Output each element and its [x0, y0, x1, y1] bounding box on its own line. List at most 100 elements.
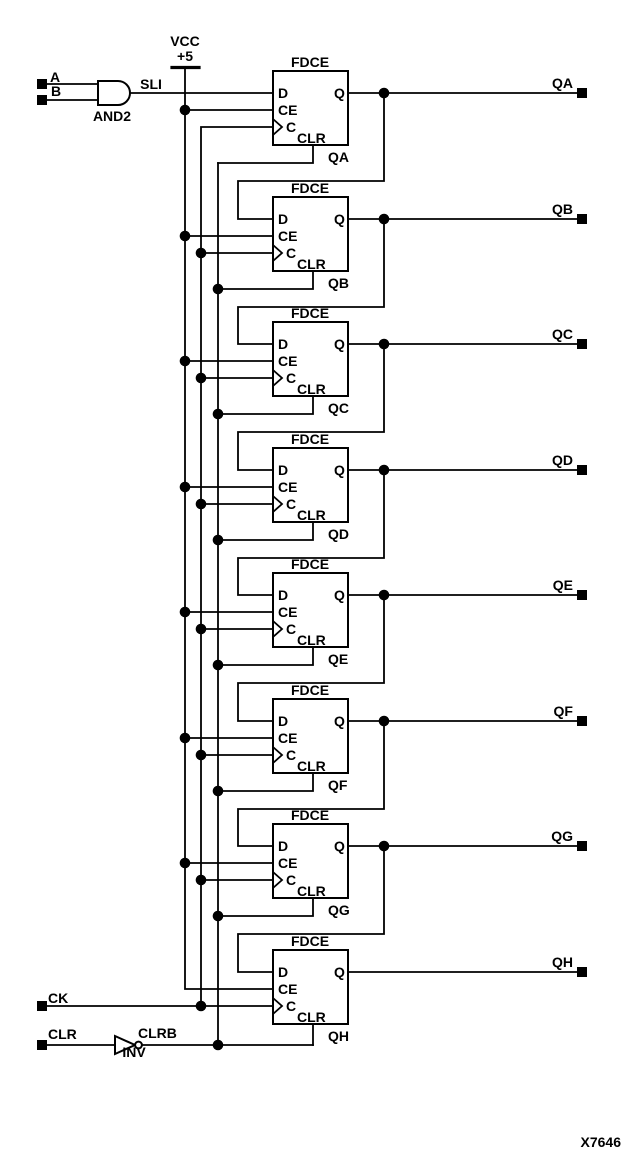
qe-output-pin	[577, 590, 587, 600]
junction-dot-22	[378, 213, 390, 225]
gate-symbols-layer	[97, 80, 284, 1056]
qf-output-pin	[577, 716, 587, 726]
feedback-qc-qd	[237, 343, 385, 471]
clr-pin-label-qa: CLR	[297, 130, 326, 146]
clr-pin-label-qh: CLR	[297, 1009, 326, 1025]
fdce-type-label-qg: FDCE	[291, 807, 329, 823]
qg-output-label: QG	[551, 828, 573, 844]
fdce-box-qa	[272, 70, 349, 146]
ce-pin-label-qd: CE	[278, 479, 297, 495]
c-pin-label-qc: C	[286, 370, 296, 386]
d-pin-label-qh: D	[278, 964, 288, 980]
c-pin-label-qa: C	[286, 119, 296, 135]
junction-dot-13	[195, 1000, 207, 1012]
d-pin-label-qd: D	[278, 462, 288, 478]
ce-pin-label-qb: CE	[278, 228, 297, 244]
c-pin-label-qf: C	[286, 747, 296, 763]
d-pin-label-qa: D	[278, 85, 288, 101]
feedback-qe-qf	[237, 594, 385, 722]
c-pin-label-qg: C	[286, 872, 296, 888]
clr-stub-qd	[217, 521, 314, 541]
d-pin-label-qe: D	[278, 587, 288, 603]
ce-pin-label-qg: CE	[278, 855, 297, 871]
junction-dots-layer	[179, 87, 390, 1051]
ce-pin-label-qe: CE	[278, 604, 297, 620]
qh-output-pin	[577, 967, 587, 977]
feedback-qa-qb	[237, 92, 385, 220]
qe-output-label: QE	[553, 577, 573, 593]
q-pin-label-qh: Q	[334, 964, 345, 980]
ce-pin-label-qa: CE	[278, 102, 297, 118]
instance-label-qa: QA	[328, 149, 349, 165]
qh-output-label: QH	[552, 954, 573, 970]
ce-pin-label-qh: CE	[278, 981, 297, 997]
q-pin-label-qd: Q	[334, 462, 345, 478]
junction-dot-10	[195, 623, 207, 635]
clr-stub-qc	[217, 395, 314, 415]
fdce-box-qh	[272, 949, 349, 1025]
clr-pin-label-qg: CLR	[297, 883, 326, 899]
qg-output-pin	[577, 841, 587, 851]
instance-label-qh: QH	[328, 1028, 349, 1044]
junction-dot-0	[179, 104, 191, 116]
clr-stub-qf	[217, 772, 314, 792]
fdce-box-qb	[272, 196, 349, 272]
fdce-box-qe	[272, 572, 349, 648]
fdce-type-label-qf: FDCE	[291, 682, 329, 698]
instance-label-qd: QD	[328, 526, 349, 542]
clr-stub-qg	[217, 897, 314, 917]
junction-dot-25	[378, 589, 390, 601]
instance-label-qf: QF	[328, 777, 348, 793]
junction-dot-14	[212, 283, 224, 295]
q-pin-label-qa: Q	[334, 85, 345, 101]
junction-dot-1	[179, 230, 191, 242]
d-pin-label-qc: D	[278, 336, 288, 352]
b-input-pin	[37, 95, 47, 105]
ce-pin-label-qf: CE	[278, 730, 297, 746]
and2-gate-label: AND2	[93, 108, 131, 124]
vcc-rail-label: VCC	[170, 33, 200, 49]
a-input-label: A	[50, 69, 60, 85]
instance-label-qc: QC	[328, 400, 349, 416]
q-pin-label-qg: Q	[334, 838, 345, 854]
inv-bubble	[134, 1040, 143, 1050]
junction-dot-23	[378, 338, 390, 350]
qa-output-label: QA	[552, 75, 573, 91]
junction-dot-18	[212, 785, 224, 797]
inv-gate-label: INV	[122, 1044, 146, 1060]
clr-pin-label-qd: CLR	[297, 507, 326, 523]
c-pin-label-qd: C	[286, 496, 296, 512]
fdce-type-label-qc: FDCE	[291, 305, 329, 321]
clr-pin-label-qe: CLR	[297, 632, 326, 648]
clock-chevron-qg	[272, 871, 284, 889]
fdce-box-qd	[272, 447, 349, 523]
qa-output-pin	[577, 88, 587, 98]
fdce-type-label-qa: FDCE	[291, 54, 329, 70]
junction-dot-12	[195, 874, 207, 886]
junction-dot-21	[378, 87, 390, 99]
io-pins-layer	[37, 79, 587, 1050]
vcc-ce-bus	[184, 66, 274, 990]
instance-label-qg: QG	[328, 902, 350, 918]
fdce-box-qf	[272, 698, 349, 774]
flipflop-boxes-layer	[272, 70, 349, 1025]
junction-dot-8	[195, 372, 207, 384]
qb-output-pin	[577, 214, 587, 224]
qd-output-pin	[577, 465, 587, 475]
clr-stub-qa	[217, 144, 314, 164]
clr-stub-qb	[217, 270, 314, 290]
c-pin-label-qe: C	[286, 621, 296, 637]
junction-dot-20	[212, 1039, 224, 1051]
feedback-qg-qh	[237, 845, 385, 973]
ck-input-pin	[37, 1001, 47, 1011]
fdce-type-label-qb: FDCE	[291, 180, 329, 196]
clock-chevron-qf	[272, 746, 284, 764]
sli-net-label: SLI	[140, 76, 162, 92]
d-pin-label-qf: D	[278, 713, 288, 729]
junction-dot-16	[212, 534, 224, 546]
b-input-label: B	[51, 83, 61, 99]
clock-chevron-qe	[272, 620, 284, 638]
qf-output-label: QF	[554, 703, 574, 719]
a-input-pin	[37, 79, 47, 89]
